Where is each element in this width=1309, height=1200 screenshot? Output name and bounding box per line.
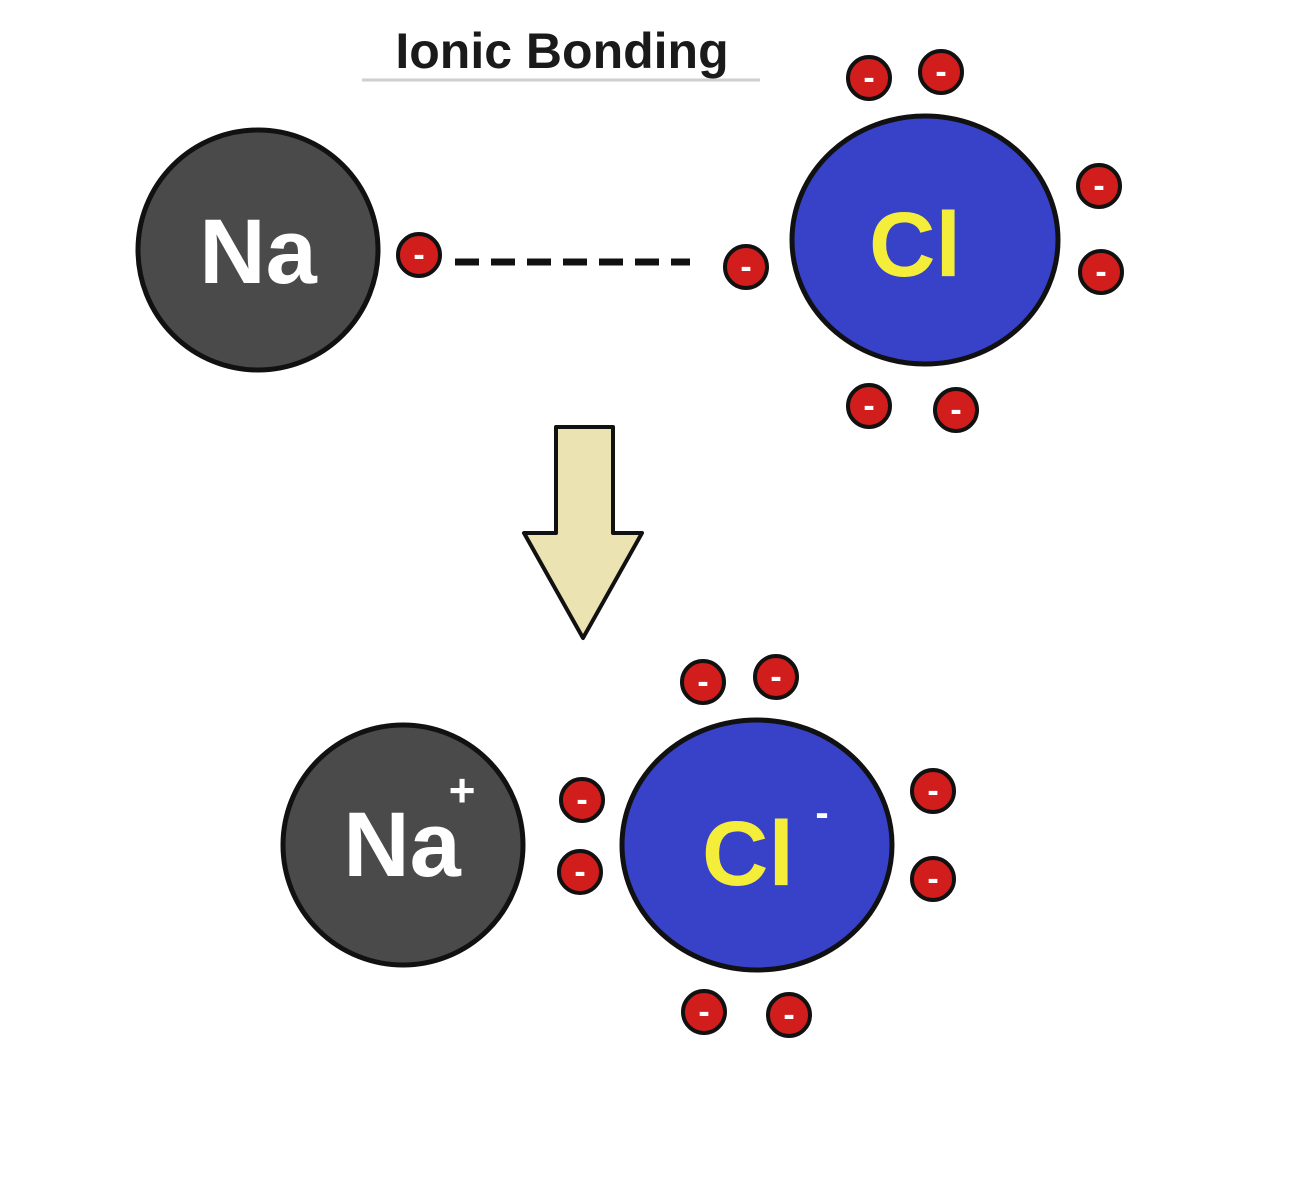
sodium-ion-charge: + [449, 764, 476, 816]
electron-sign: - [1093, 167, 1104, 205]
electron-sign: - [1095, 253, 1106, 291]
chlorine-nucleus [789, 113, 1061, 367]
sodium-symbol: Na [199, 201, 317, 303]
electron-icon: - [559, 777, 605, 823]
electron-icon: - [933, 387, 979, 433]
electron-icon: - [680, 659, 726, 705]
chlorine-symbol: Cl [869, 194, 961, 296]
electron-body [559, 777, 605, 823]
sodium-ion-after: Na + [280, 722, 526, 968]
electron-body [846, 55, 892, 101]
electron-sign: - [783, 996, 794, 1034]
electron-icon: - [681, 989, 727, 1035]
electron-body [1076, 163, 1122, 209]
electron-icon: - [918, 49, 964, 95]
electron-body [396, 232, 442, 278]
electron-body [910, 856, 956, 902]
electron-body [753, 654, 799, 700]
electron-sign: - [574, 853, 585, 891]
sodium-atom-before: Na [135, 127, 381, 373]
before-state: Na Cl - - - - - - - - [135, 49, 1124, 433]
electron-icon: - [753, 654, 799, 700]
electron-body [933, 387, 979, 433]
electron-sign: - [697, 663, 708, 701]
electron-icon: - [766, 992, 812, 1038]
electrons-after: - - - - - - - - [557, 654, 956, 1038]
electron-body [910, 768, 956, 814]
electron-sign: - [698, 993, 709, 1031]
electron-sign: - [740, 248, 751, 286]
electron-sign: - [927, 772, 938, 810]
sodium-ion-nucleus [280, 722, 526, 968]
electrons-before: - - - - - - - - [396, 49, 1124, 433]
chloride-ion-nucleus [619, 717, 895, 973]
electron-icon: - [557, 849, 603, 895]
electron-sign: - [413, 236, 424, 274]
electron-icon: - [1076, 163, 1122, 209]
electron-sign: - [935, 53, 946, 91]
electron-sign: - [576, 781, 587, 819]
electron-sign: - [927, 860, 938, 898]
electron-icon: - [910, 856, 956, 902]
electron-icon: - [1078, 249, 1124, 295]
electron-icon: - [723, 244, 769, 290]
after-state: Na + Cl - - - - - - - - - [280, 654, 956, 1038]
electron-sign: - [950, 391, 961, 429]
electron-sign: - [770, 658, 781, 696]
electron-icon: - [846, 383, 892, 429]
chloride-ion-symbol: Cl [702, 803, 794, 905]
sodium-ion-symbol: Na [343, 794, 461, 896]
electron-body [846, 383, 892, 429]
electron-icon: - [846, 55, 892, 101]
chloride-ion-charge: - [815, 791, 828, 835]
diagram-title: Ionic Bonding [395, 23, 728, 79]
arrow-down-icon [522, 425, 644, 640]
electron-sign: - [863, 387, 874, 425]
electron-body [557, 849, 603, 895]
chlorine-atom-before: Cl [789, 113, 1061, 367]
title-group: Ionic Bonding [362, 23, 760, 82]
electron-sign: - [863, 59, 874, 97]
chloride-ion-after: Cl - [619, 717, 895, 973]
electron-body [918, 49, 964, 95]
electron-body [723, 244, 769, 290]
sodium-nucleus [135, 127, 381, 373]
electron-icon: - [910, 768, 956, 814]
electron-body [681, 989, 727, 1035]
electron-body [766, 992, 812, 1038]
electron-icon: - [396, 232, 442, 278]
electron-body [680, 659, 726, 705]
electron-body [1078, 249, 1124, 295]
